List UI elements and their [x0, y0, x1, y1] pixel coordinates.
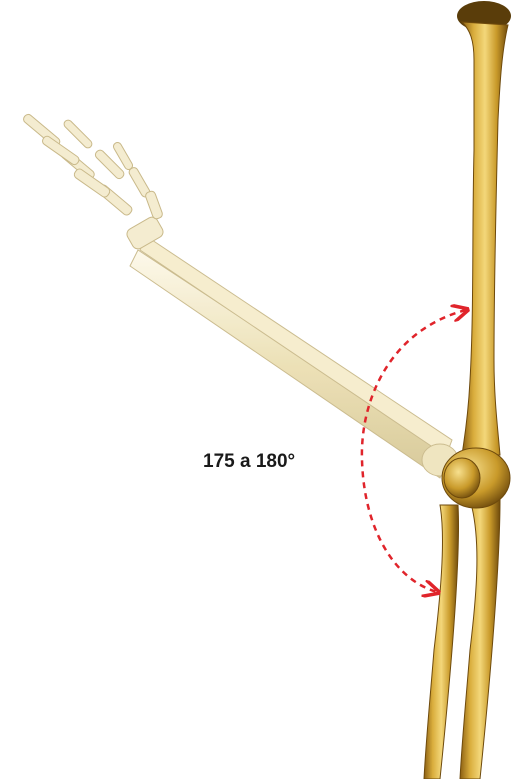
forearm-ghost-bones [130, 236, 458, 478]
humerus-bone [457, 1, 511, 455]
hand-ghost-bones [22, 113, 165, 251]
elbow-joint [442, 448, 510, 508]
forearm-gold-bones [424, 500, 500, 779]
angle-value-label: 175 a 180° [203, 451, 295, 473]
